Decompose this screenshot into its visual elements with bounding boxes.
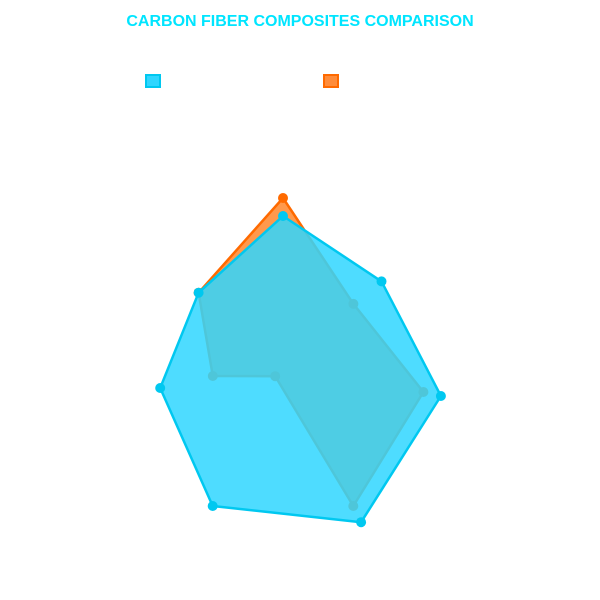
series-1-point-2[interactable]: [376, 276, 387, 287]
legend-swatch-series-2: [323, 74, 339, 88]
series-1-area: [158, 214, 443, 524]
legend: [0, 74, 600, 92]
series-1-point-6[interactable]: [155, 383, 166, 393]
series-1-point-4[interactable]: [356, 517, 367, 528]
series-2-point-1[interactable]: [278, 193, 288, 203]
legend-item-series-1: [145, 74, 167, 88]
chart-title: CARBON FIBER COMPOSITES COMPARISON: [126, 13, 474, 30]
series-layer: [155, 193, 446, 528]
legend-swatch-series-1: [145, 74, 161, 88]
series-1-point-7[interactable]: [193, 287, 204, 298]
legend-item-series-2: [323, 74, 345, 88]
series-1-point-1[interactable]: [278, 211, 288, 221]
series-1-point-5[interactable]: [207, 501, 218, 511]
series-1: [155, 211, 446, 528]
series-1-point-3[interactable]: [435, 391, 446, 401]
